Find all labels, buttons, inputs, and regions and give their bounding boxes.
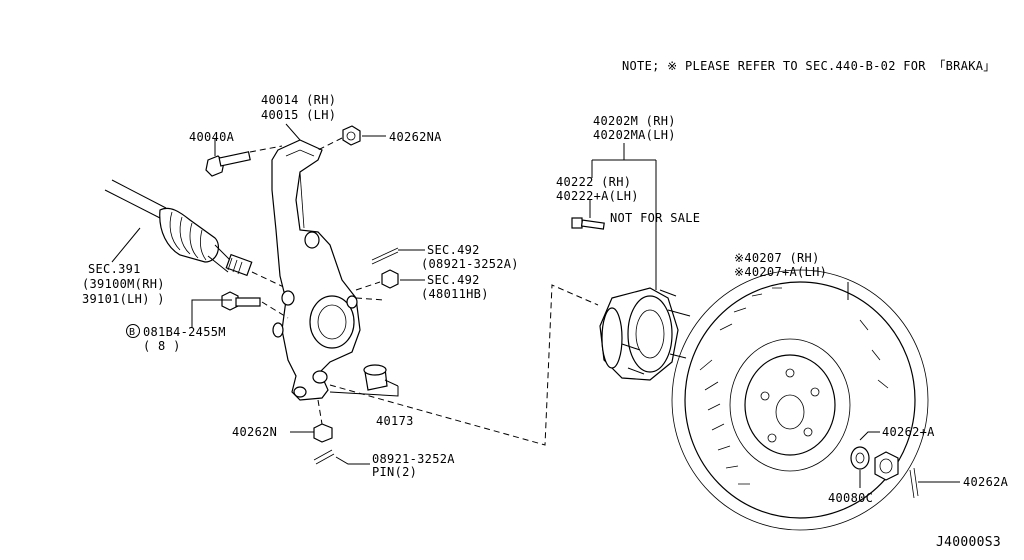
drawing-id: J40000S3 bbox=[936, 535, 1001, 550]
hub-assembly bbox=[599, 287, 691, 381]
label-40262na: 40262NA bbox=[389, 130, 442, 144]
small-parts-sec492 bbox=[355, 247, 399, 301]
label-40222a: 40222+A(LH) bbox=[556, 189, 639, 203]
label-081b4: 081B4-2455M bbox=[143, 325, 226, 339]
label-40015: 40015 (LH) bbox=[261, 108, 336, 122]
label-08921-a: (08921-3252A) bbox=[421, 257, 519, 271]
bolt-081b4 bbox=[221, 291, 289, 319]
hub-stud bbox=[571, 217, 605, 230]
label-40207: ※40207 (RH) bbox=[734, 251, 820, 265]
label-sec492-a: SEC.492 bbox=[427, 243, 480, 257]
label-40262n: 40262N bbox=[232, 425, 277, 439]
label-40173: 40173 bbox=[376, 414, 414, 428]
label-40222: 40222 (RH) bbox=[556, 175, 631, 189]
label-40202m: 40202M (RH) bbox=[593, 114, 676, 128]
label-08921-pin: 08921-3252A bbox=[372, 452, 455, 466]
connector-line bbox=[329, 284, 599, 446]
washer-40080c bbox=[850, 446, 870, 470]
bolt-40040a bbox=[205, 145, 283, 177]
label-40040a: 40040A bbox=[189, 130, 235, 144]
part-40173 bbox=[363, 364, 388, 391]
label-40202ma: 40202MA(LH) bbox=[593, 128, 676, 142]
nut-40262-plus-a bbox=[874, 451, 899, 481]
label-39101: 39101(LH) ) bbox=[82, 292, 165, 306]
label-40262a: 40262A bbox=[963, 475, 1009, 489]
label-40080c: 40080C bbox=[828, 491, 873, 505]
bolt-b-mark-circle bbox=[126, 324, 140, 338]
label-40207a: ※40207+A(LH) bbox=[734, 265, 827, 279]
label-sec391: SEC.391 bbox=[88, 262, 141, 276]
note-text: NOTE; ※ PLEASE REFER TO SEC.440-B-02 FOR… bbox=[622, 59, 996, 73]
label-pin-qty: PIN(2) bbox=[372, 465, 417, 479]
label-48011hb: (48011HB) bbox=[421, 287, 489, 301]
label-sec492-b: SEC.492 bbox=[427, 273, 480, 287]
nut-40262n bbox=[313, 399, 335, 465]
label-081b4-qty: ( 8 ) bbox=[143, 339, 181, 353]
label-not-for-sale: NOT FOR SALE bbox=[610, 211, 700, 225]
drive-shaft bbox=[104, 179, 291, 291]
leader-lines bbox=[111, 123, 960, 488]
label-39100m: (39100M(RH) bbox=[82, 277, 165, 291]
bolt-b-mark: B bbox=[129, 327, 135, 338]
label-40014: 40014 (RH) bbox=[261, 93, 336, 107]
text-labels: NOTE; ※ PLEASE REFER TO SEC.440-B-02 FOR… bbox=[82, 59, 1009, 550]
label-40262-plus-a: 40262+A bbox=[882, 425, 935, 439]
pin-40262a bbox=[909, 467, 919, 499]
brake-rotor bbox=[671, 269, 929, 531]
steering-knuckle bbox=[271, 139, 361, 401]
nut-40262na bbox=[317, 125, 361, 151]
